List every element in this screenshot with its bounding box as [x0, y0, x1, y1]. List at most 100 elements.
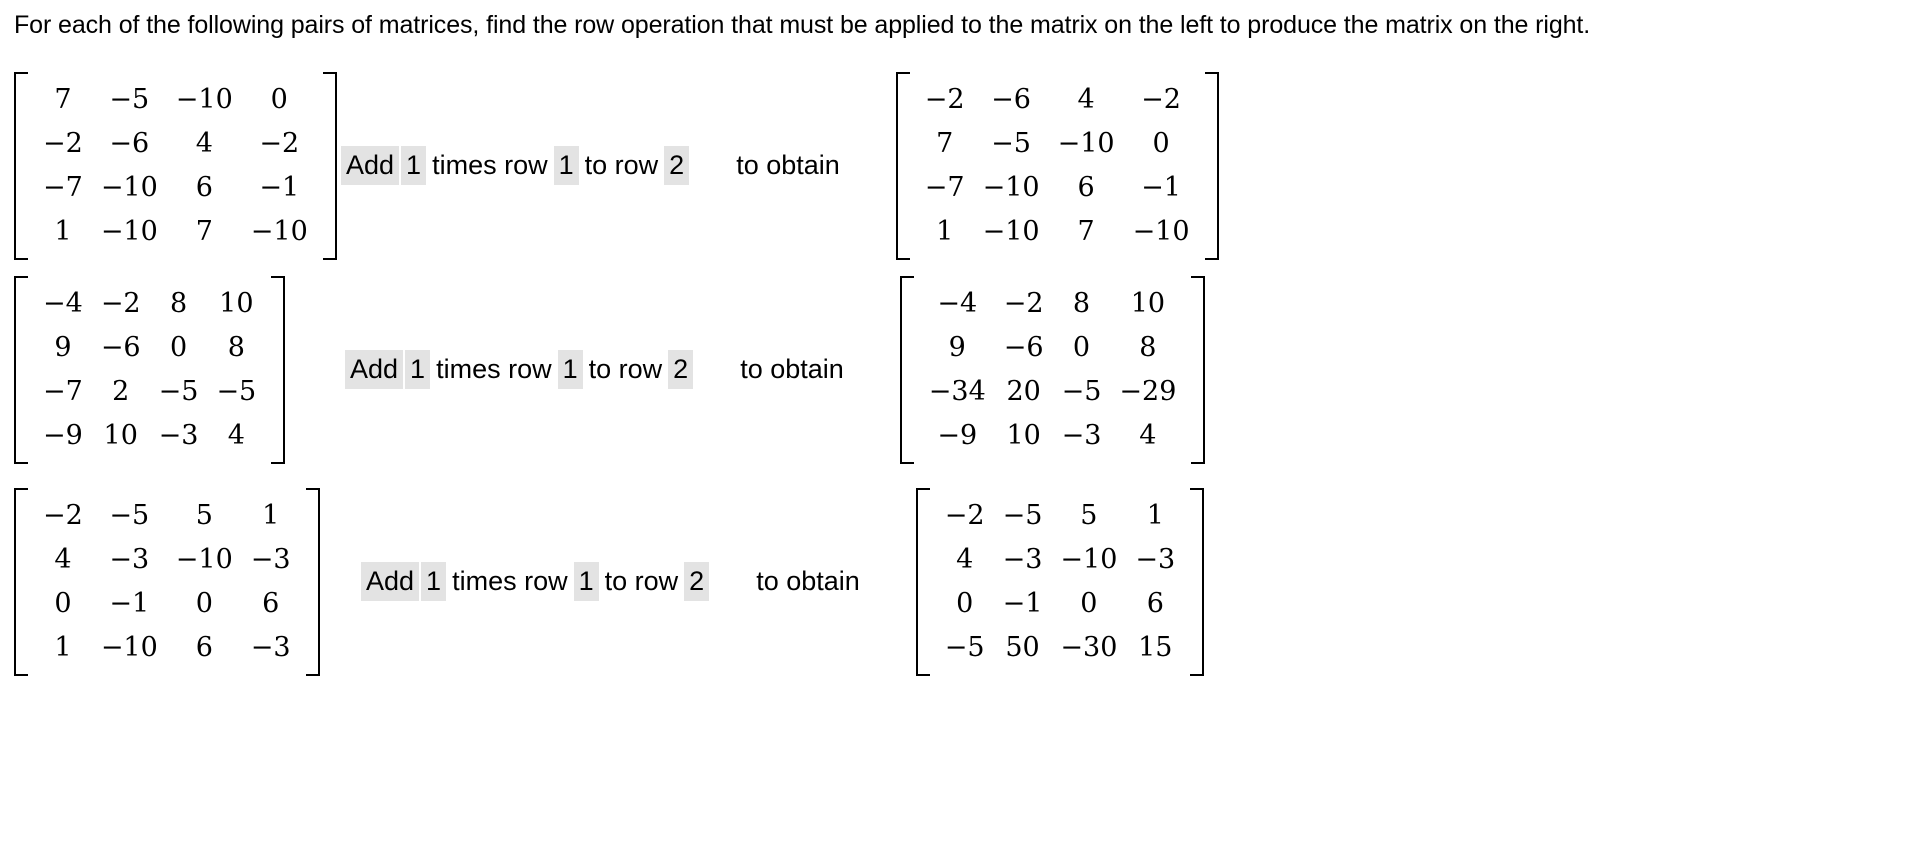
matrix-cell: 8 — [227, 331, 245, 363]
operation-target-row-input-2[interactable]: 2 — [668, 350, 694, 389]
operation-verb-select-1[interactable]: Add — [341, 146, 400, 185]
matrix-cell: −10 — [982, 171, 1040, 203]
matrix-cell: −6 — [109, 127, 150, 159]
matrix-cell: 5 — [1080, 499, 1098, 531]
matrix-cell: −1 — [1002, 587, 1043, 619]
table-row: 1 −10 7 −10 — [34, 210, 317, 254]
matrix-cell: −10 — [100, 171, 158, 203]
matrix-cell: −2 — [259, 127, 300, 159]
table-row: 7 −5 −10 0 — [916, 122, 1199, 166]
operation-scalar-input-3[interactable]: 1 — [421, 562, 447, 601]
matrix-cell: 6 — [195, 171, 213, 203]
matrix-cell: 10 — [219, 287, 254, 319]
table-row: 0 −1 0 6 — [34, 582, 300, 626]
to-row-label-3: to row — [604, 566, 679, 596]
right-matrix-1: −2 −6 4 −2 7 −5 −10 0 −7 −10 6 — [895, 71, 1219, 260]
matrix-cell: 8 — [1139, 331, 1157, 363]
matrix-cell: −4 — [937, 287, 978, 319]
to-row-label-2: to row — [588, 354, 663, 384]
matrix-cell: −4 — [43, 287, 83, 319]
to-obtain-label-1: to obtain — [736, 150, 840, 180]
matrix-cell: −10 — [1057, 127, 1115, 159]
left-matrix-3: −2 −5 5 1 4 −3 −10 −3 0 −1 0 — [14, 487, 320, 676]
problem-row-2: −4 −2 8 10 9 −6 0 8 −7 2 −5 — [0, 275, 1912, 464]
matrix-cell: −7 — [43, 375, 83, 407]
table-row: 1 −10 6 −3 — [34, 626, 300, 670]
matrix-cell: 6 — [195, 631, 213, 663]
operation-target-row-input-3[interactable]: 2 — [684, 562, 710, 601]
matrix-cell: −5 — [109, 499, 150, 531]
matrix-cell: −3 — [158, 419, 199, 451]
operation-source-row-input-3[interactable]: 1 — [573, 562, 599, 601]
operation-source-row-input-1[interactable]: 1 — [553, 146, 579, 185]
table-row: −2 −5 5 1 — [34, 494, 300, 538]
matrix-cell: 7 — [195, 215, 213, 247]
left-matrix-1: 7 −5 −10 0 −2 −6 4 −2 −7 −10 6 — [14, 71, 337, 260]
matrix-cell: −2 — [924, 83, 965, 115]
table-row: 1 −10 7 −10 — [916, 210, 1199, 254]
matrix-cell: −3 — [1135, 543, 1176, 575]
problem-row-1: 7 −5 −10 0 −2 −6 4 −2 −7 −10 6 — [0, 71, 1912, 260]
table-row: −4 −2 8 10 — [920, 282, 1186, 326]
matrix-cell: 50 — [1005, 631, 1040, 663]
operation-verb-select-2[interactable]: Add — [345, 350, 404, 389]
matrix-grid: −2 −6 4 −2 7 −5 −10 0 −7 −10 6 — [916, 78, 1199, 254]
matrix-cell: −30 — [1060, 631, 1118, 663]
matrix-cell: 4 — [1077, 83, 1095, 115]
matrix-cell: 1 — [936, 215, 954, 247]
matrix-cell: 4 — [956, 543, 974, 575]
matrix-cell: −7 — [43, 171, 83, 203]
matrix-cell: 1 — [54, 215, 72, 247]
matrix-grid: −2 −5 5 1 4 −3 −10 −3 0 −1 0 — [34, 494, 300, 670]
matrix-cell: −10 — [175, 543, 233, 575]
operation-scalar-input-2[interactable]: 1 — [405, 350, 431, 389]
matrix-cell: 6 — [1146, 587, 1164, 619]
table-row: −34 20 −5 −29 — [920, 370, 1186, 414]
table-row: −5 50 −30 15 — [936, 626, 1184, 670]
matrix-cell: −10 — [250, 215, 308, 247]
matrix-cell: 0 — [54, 587, 72, 619]
matrix-cell: −1 — [109, 587, 150, 619]
matrix-cell: 10 — [1006, 419, 1041, 451]
matrix-cell: 6 — [262, 587, 280, 619]
left-matrix-container-2: −4 −2 8 10 9 −6 0 8 −7 2 −5 — [0, 275, 330, 464]
matrix-cell: 9 — [54, 331, 72, 363]
matrix-cell: −3 — [1002, 543, 1043, 575]
operation-target-row-input-1[interactable]: 2 — [664, 146, 690, 185]
matrix-cell: −5 — [109, 83, 150, 115]
table-row: 0 −1 0 6 — [936, 582, 1184, 626]
table-row: −2 −6 4 −2 — [34, 122, 317, 166]
left-matrix-container-1: 7 −5 −10 0 −2 −6 4 −2 −7 −10 6 — [0, 71, 337, 260]
matrix-cell: 1 — [262, 499, 280, 531]
matrix-cell: 4 — [54, 543, 72, 575]
matrix-cell: 10 — [103, 419, 138, 451]
matrix-cell: −5 — [158, 375, 199, 407]
matrix-cell: −3 — [250, 631, 291, 663]
matrix-cell: 0 — [1152, 127, 1170, 159]
right-matrix-container-1: −2 −6 4 −2 7 −5 −10 0 −7 −10 6 — [895, 71, 1219, 260]
matrix-cell: 8 — [1072, 287, 1091, 319]
row-operation-control-3: Add 1 times row 1 to row 2 — [360, 562, 710, 601]
matrix-cell: −5 — [1061, 375, 1102, 407]
matrix-cell: −3 — [109, 543, 150, 575]
matrix-cell: 1 — [54, 631, 72, 663]
table-row: −4 −2 8 10 — [34, 282, 265, 326]
matrix-cell: −3 — [250, 543, 291, 575]
matrix-cell: 2 — [112, 375, 130, 407]
matrix-cell: −3 — [1061, 419, 1102, 451]
operation-verb-select-3[interactable]: Add — [361, 562, 420, 601]
times-row-label-1: times row — [432, 150, 548, 180]
matrix-cell: −10 — [175, 83, 233, 115]
table-row: 4 −3 −10 −3 — [34, 538, 300, 582]
matrix-cell: 1 — [1146, 499, 1164, 531]
matrix-cell: 4 — [1139, 419, 1157, 451]
operation-source-row-input-2[interactable]: 1 — [557, 350, 583, 389]
matrix-cell: −10 — [1132, 215, 1190, 247]
operation-scalar-input-1[interactable]: 1 — [401, 146, 427, 185]
table-row: −9 10 −3 4 — [920, 414, 1186, 458]
matrix-cell: −10 — [1060, 543, 1118, 575]
matrix-cell: −2 — [1141, 83, 1181, 115]
matrix-cell: −6 — [100, 331, 141, 363]
matrix-cell: 10 — [1130, 287, 1166, 319]
